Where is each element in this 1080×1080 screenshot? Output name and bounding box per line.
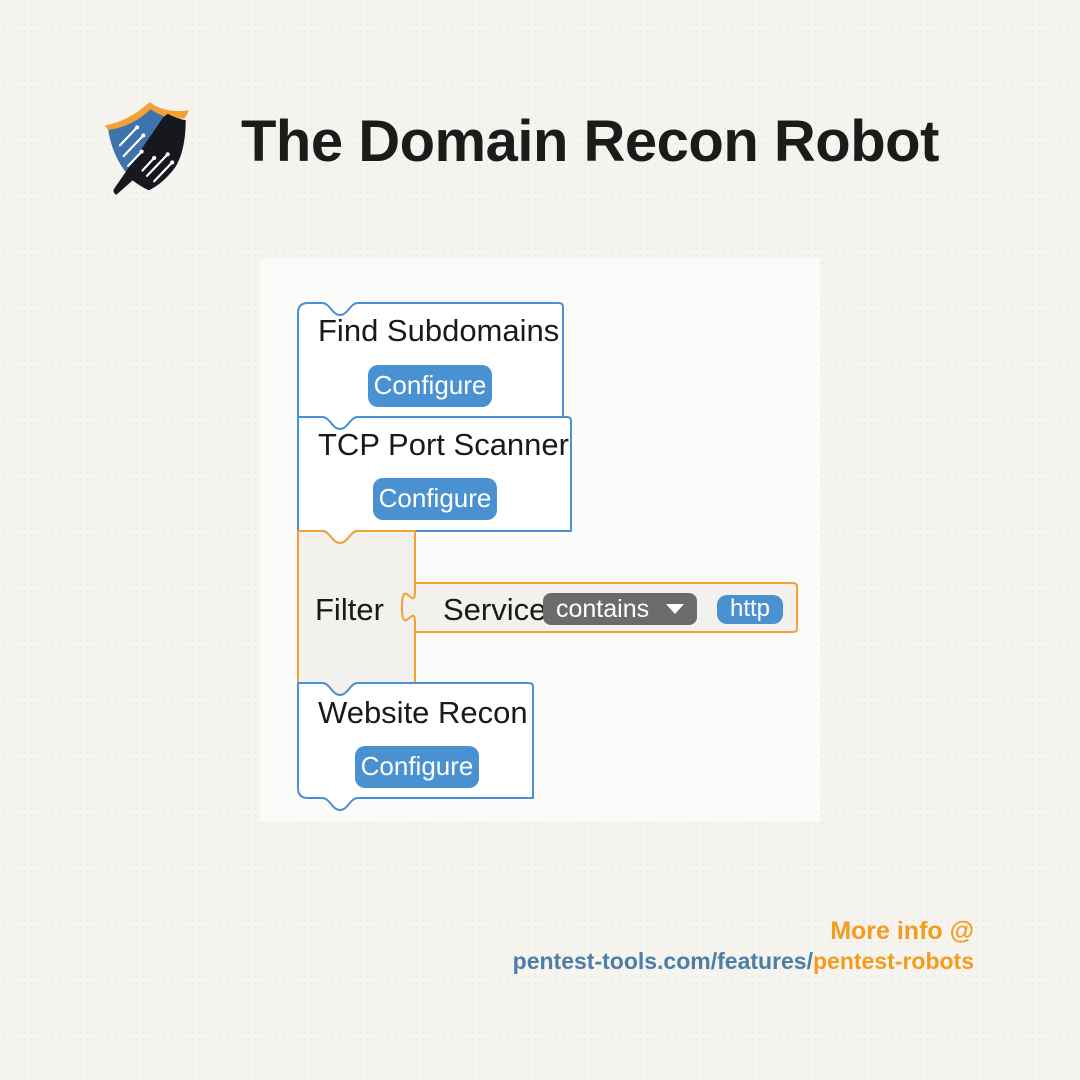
block-find-subdomains[interactable]: Find Subdomains Configure (297, 302, 564, 430)
footer: More info @ pentest-tools.com/features/p… (513, 916, 974, 976)
block-website-recon[interactable]: Website Recon Configure (297, 682, 534, 811)
block-label: TCP Port Scanner (318, 427, 569, 462)
shield-orange-band (104, 102, 190, 130)
dropdown-value: contains (556, 595, 649, 623)
footer-url-highlight[interactable]: pentest-robots (813, 948, 974, 974)
footer-url[interactable]: pentest-tools.com/features/pentest-robot… (513, 946, 974, 976)
circuit-lines (118, 125, 175, 183)
page-title: The Domain Recon Robot (241, 109, 939, 174)
block-filter[interactable]: Filter (297, 530, 416, 696)
configure-button[interactable]: Configure (355, 746, 479, 788)
block-label: Filter (315, 592, 384, 627)
pentest-tools-logo (104, 102, 190, 195)
shield-black-swoosh (113, 113, 186, 195)
contains-dropdown[interactable]: contains (543, 593, 697, 625)
filter-condition-row[interactable]: Service contains http (401, 582, 798, 633)
configure-button[interactable]: Configure (368, 365, 492, 407)
configure-button-label: Configure (361, 751, 474, 781)
block-tcp-port-scanner[interactable]: TCP Port Scanner Configure (297, 416, 572, 544)
footer-url-prefix[interactable]: pentest-tools.com/features/ (512, 948, 813, 974)
http-value-chip[interactable]: http (717, 595, 783, 624)
configure-button[interactable]: Configure (373, 478, 497, 520)
block-label: Find Subdomains (318, 313, 559, 348)
chevron-down-icon (666, 604, 684, 614)
chip-label: http (730, 595, 770, 622)
more-info-label: More info @ (830, 917, 974, 945)
block-label: Website Recon (318, 695, 528, 730)
condition-field-label: Service (443, 592, 546, 627)
configure-button-label: Configure (379, 483, 492, 513)
configure-button-label: Configure (374, 370, 487, 400)
